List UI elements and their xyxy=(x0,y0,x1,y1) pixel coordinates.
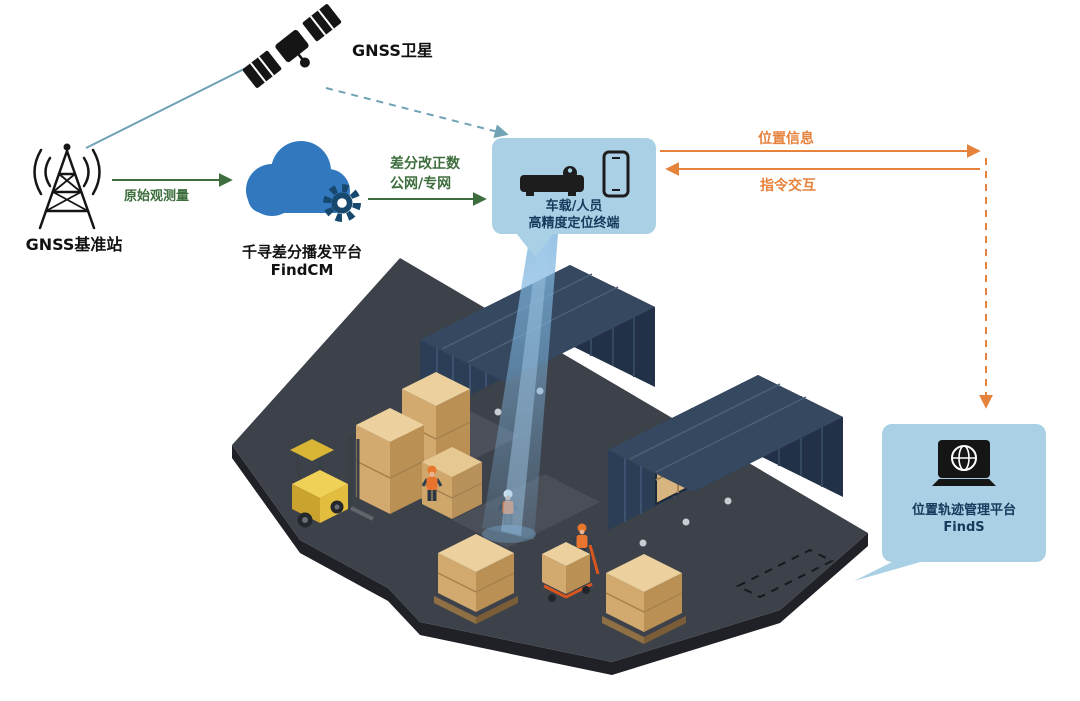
pallet-jack xyxy=(542,542,600,602)
link-station-satellite xyxy=(85,61,259,149)
pallet-stack xyxy=(421,447,483,519)
location-info-label: 位置信息 xyxy=(758,131,814,147)
pallet-stack xyxy=(355,408,425,514)
satellite-icon xyxy=(242,4,342,88)
positioning-beam xyxy=(482,234,558,543)
terminal-bubble-tail xyxy=(516,233,554,257)
management-platform-name: 位置轨迹管理平台 xyxy=(911,503,1016,518)
raw-observation-label: 原始观测量 xyxy=(124,189,190,204)
smartphone-icon xyxy=(602,150,630,198)
worker xyxy=(421,465,443,501)
command-interaction-label: 指令交互 xyxy=(760,178,816,194)
laptop-globe-icon xyxy=(932,440,996,486)
cloud-platform-name: 千寻差分播发平台 xyxy=(241,243,362,261)
pallet-stack xyxy=(602,554,686,644)
terminal-node: 车载/人员 高精度定位终端 xyxy=(492,138,656,234)
radio-tower-icon xyxy=(33,143,101,230)
terminal-label-2: 高精度定位终端 xyxy=(528,216,620,231)
terminal-icons xyxy=(518,146,630,198)
receiver-icon xyxy=(520,166,584,196)
correction-label-1: 差分改正数 xyxy=(390,156,460,172)
pallet-stack xyxy=(434,534,518,624)
correction-label-2: 公网/专网 xyxy=(390,176,452,192)
management-platform-product: FindS xyxy=(943,520,985,535)
connection-lines xyxy=(85,61,993,409)
ground xyxy=(232,258,868,662)
link-satellite-terminal xyxy=(325,87,509,139)
cloud-platform-product: FindCM xyxy=(270,261,334,279)
base-station-label: GNSS基准站 xyxy=(25,235,123,254)
cloud-gear-icon xyxy=(246,141,361,222)
forklift-icon xyxy=(290,435,374,528)
terminal-label-1: 车载/人员 xyxy=(545,199,603,214)
gear-icon xyxy=(323,184,361,222)
satellite-label: GNSS卫星 xyxy=(352,41,433,60)
warehouse-scene xyxy=(232,234,868,675)
dashed-zone xyxy=(735,548,835,599)
management-platform-node: 位置轨迹管理平台 FindS xyxy=(882,424,1046,562)
container-2 xyxy=(608,375,843,530)
platform-bubble-tail xyxy=(854,561,924,581)
